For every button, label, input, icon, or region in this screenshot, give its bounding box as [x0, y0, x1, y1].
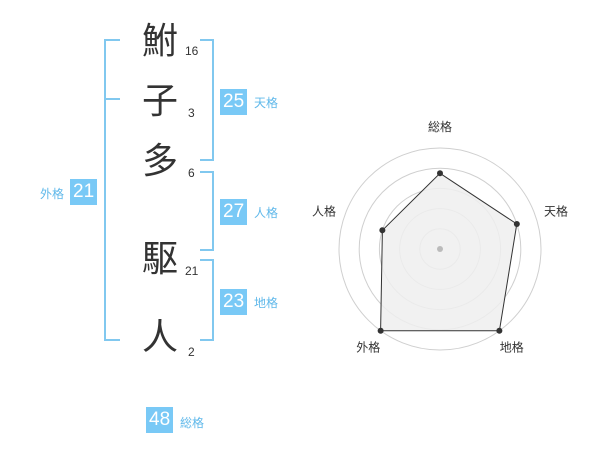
radar-center-dot: [437, 246, 443, 252]
gaikaku-inner-tick: [104, 98, 120, 100]
chikaku-value-badge: 23: [220, 289, 248, 315]
radar-point-1: [437, 170, 443, 177]
radar-point-4: [377, 327, 384, 334]
name-character-1: 鮒: [141, 21, 178, 62]
radar-axis-label-1: 総格: [428, 119, 452, 134]
name-character-2: 子: [141, 81, 178, 122]
gaikaku-bracket: [104, 39, 120, 341]
jinkaku-bracket: [200, 171, 214, 251]
radar-point-5: [379, 227, 386, 234]
jinkaku-label: 人格: [254, 206, 279, 220]
gaikaku-value-badge: 21: [70, 179, 98, 205]
radar-point-3: [496, 327, 503, 334]
tenkaku-value-badge: 25: [220, 89, 248, 115]
stroke-count-2: 3: [188, 106, 195, 120]
radar-axis-label-5: 人格: [312, 203, 336, 218]
radar-point-2: [513, 221, 520, 228]
name-character-3: 多: [141, 141, 178, 182]
soukaku-value-badge: 48: [146, 407, 174, 433]
tenkaku-label: 天格: [254, 96, 279, 110]
name-character-5: 人: [141, 317, 178, 358]
soukaku-label: 総格: [180, 416, 205, 430]
jinkaku-value-badge: 27: [220, 199, 248, 225]
radar-ring-5: [338, 147, 542, 351]
stroke-count-3: 6: [188, 166, 195, 180]
chikaku-bracket: [200, 259, 214, 341]
radar-data-points: [377, 170, 520, 334]
radar-axis-label-2: 天格: [544, 203, 568, 218]
stroke-count-5: 2: [188, 345, 195, 359]
radar-data-polygon: [380, 172, 518, 332]
radar-axis-label-3: 地格: [500, 340, 524, 355]
chikaku-label: 地格: [254, 296, 279, 310]
name-character-4: 駆: [141, 239, 178, 280]
radar-axis-label-4: 外格: [356, 340, 380, 355]
tenkaku-bracket: [200, 39, 214, 161]
stroke-count-1: 16: [185, 44, 199, 58]
gaikaku-label: 外格: [40, 187, 65, 201]
stroke-count-4: 21: [185, 264, 199, 278]
